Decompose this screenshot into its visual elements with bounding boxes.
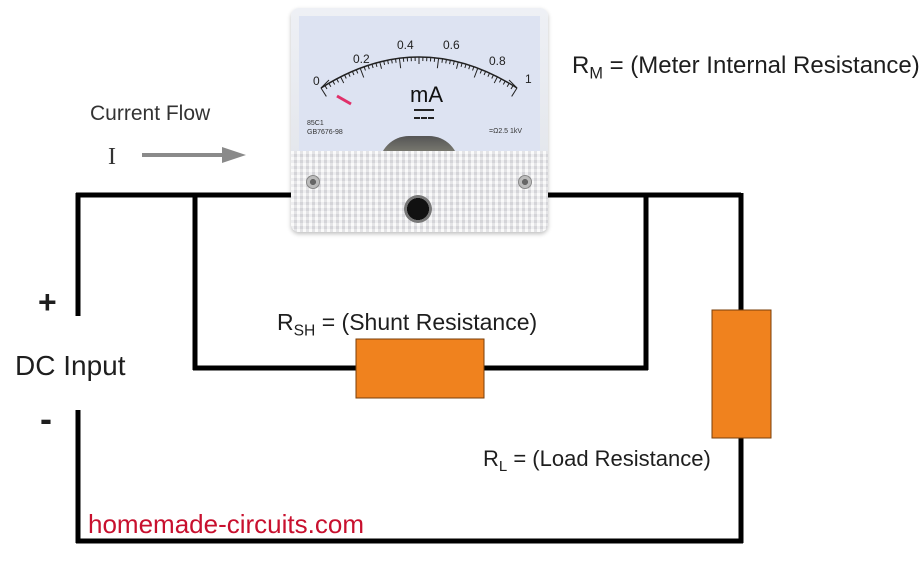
meter-tick (455, 61, 459, 69)
meter-tick (336, 78, 339, 83)
meter-tick (449, 60, 451, 65)
screw-left-icon (306, 175, 320, 189)
screw-right-icon (518, 175, 532, 189)
meter-tick (344, 74, 347, 79)
meter-tick (510, 85, 514, 90)
rsh-subscript: SH (293, 322, 316, 340)
meter-tick (491, 74, 494, 79)
meter-tick (394, 58, 397, 63)
meter-tick (479, 69, 483, 74)
rsh-text: = (Shunt Resistance) (315, 309, 538, 335)
meter-tick (375, 62, 378, 67)
meter-tick (506, 82, 510, 87)
positive-terminal-sign: + (38, 284, 57, 320)
meter-tick (452, 60, 455, 66)
meter-needle (336, 94, 352, 106)
meter-tick (324, 85, 328, 90)
scale-label-0.2: 0.2 (353, 52, 370, 66)
meter-tick (367, 65, 370, 70)
meter-cover (291, 151, 548, 232)
rl-symbol: R (483, 446, 499, 471)
meter-tick (472, 66, 475, 71)
meter-tick (363, 66, 366, 71)
meter-standard: GB7676-98 (307, 129, 343, 136)
meter-tick (502, 80, 506, 85)
meter-tick (499, 78, 502, 83)
meter-tick (441, 58, 444, 63)
meter-tick (320, 87, 327, 97)
zero-adjust-knob[interactable] (404, 195, 432, 223)
scale-label-0: 0 (313, 74, 320, 88)
meter-tick (464, 63, 467, 69)
load-resistor (711, 309, 772, 439)
scale-label-1: 1 (525, 72, 532, 86)
meter-tick (355, 69, 359, 74)
scale-label-0.8: 0.8 (489, 54, 506, 68)
meter-tick (340, 76, 345, 84)
meter-tick (383, 60, 386, 66)
meter-tick (511, 87, 518, 97)
meter-unit-label: mA (410, 82, 443, 107)
meter-tick (359, 67, 365, 78)
rl-subscript: L (498, 458, 508, 476)
meter-tick (391, 59, 393, 64)
meter-tick (398, 58, 402, 69)
meter-tick (351, 71, 355, 76)
current-symbol: I (108, 144, 116, 170)
meter-tick (371, 63, 374, 69)
shunt-resistance-label: RSH = (Shunt Resistance) (277, 309, 537, 340)
meter-spec: =Ω2.5 1kV (489, 128, 523, 135)
milliammeter: 0 0.2 0.4 0.6 0.8 1 mA 85C1 GB7676-98 =Ω… (291, 8, 548, 232)
meter-tick (445, 59, 447, 64)
meter-scale (320, 56, 518, 106)
current-flow-label: Current Flow (90, 102, 211, 125)
meter-model: 85C1 (307, 120, 324, 127)
meter-tick (487, 72, 491, 77)
meter-tick (328, 82, 332, 87)
meter-tick (460, 62, 463, 67)
rm-text: = (Meter Internal Resistance) (602, 52, 920, 79)
shunt-resistor (355, 338, 485, 399)
meter-tick (473, 67, 479, 78)
rsh-symbol: R (277, 309, 294, 335)
meter-tick (379, 61, 383, 69)
scale-label-0.4: 0.4 (397, 38, 414, 52)
meter-resistance-label: RM = (Meter Internal Resistance) (572, 52, 920, 84)
meter-tick (347, 72, 351, 77)
rl-text: = (Load Resistance) (507, 446, 711, 471)
current-arrow-icon (142, 147, 246, 163)
meter-tick (483, 71, 487, 76)
watermark: homemade-circuits.com (88, 509, 364, 539)
meter-face: 0 0.2 0.4 0.6 0.8 1 mA 85C1 GB7676-98 =Ω… (299, 16, 540, 151)
dc-symbol-icon (414, 109, 434, 119)
meter-tick (468, 65, 471, 70)
rm-subscript: M (589, 64, 603, 83)
scale-label-0.6: 0.6 (443, 38, 460, 52)
load-resistance-label: RL = (Load Resistance) (483, 446, 711, 475)
meter-tick (332, 80, 336, 85)
meter-tick (436, 58, 440, 69)
negative-terminal-sign: - (40, 398, 52, 439)
meter-tick (387, 60, 389, 65)
meter-tick (493, 76, 498, 84)
rm-symbol: R (572, 52, 590, 79)
dc-input-label: DC Input (15, 350, 126, 381)
